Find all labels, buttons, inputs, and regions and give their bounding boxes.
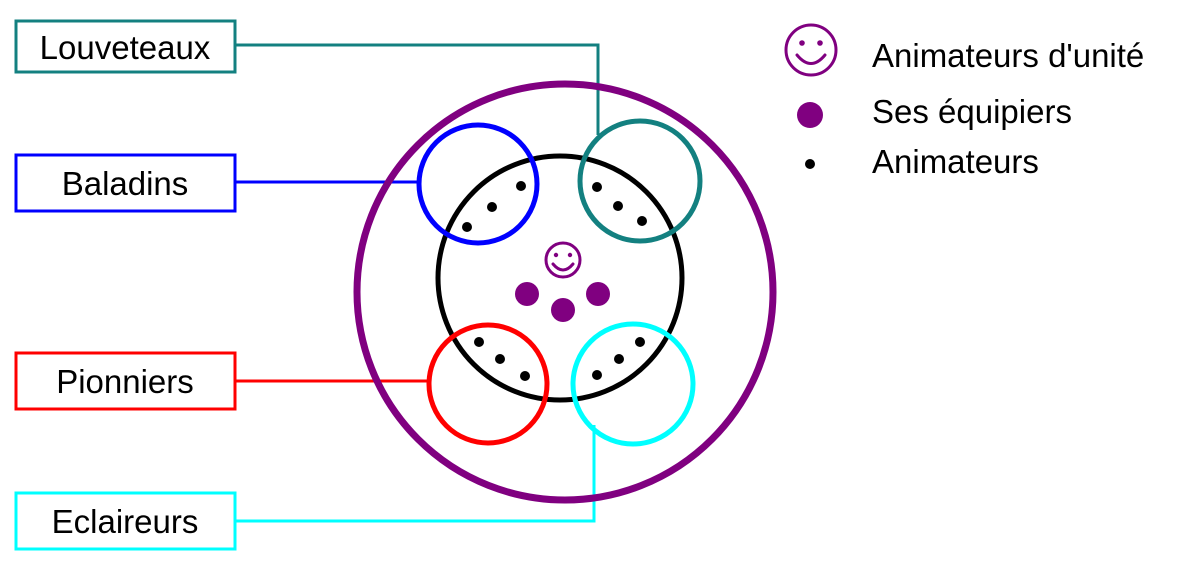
baladins-circle [416,122,540,246]
smiley-icon [544,241,582,279]
leader-dot [520,371,530,381]
leader-dot [495,354,505,364]
unit-circle [353,80,777,504]
leader-dot [613,201,623,211]
legend-team-members-label: Ses équipiers [872,93,1072,130]
large-dot-icon [515,282,539,306]
pionniers-label-box: Pionniers [14,351,237,411]
eclaireurs-connector [235,425,596,523]
pionniers-circle [426,322,550,446]
eclaireurs-label-box: Eclaireurs [14,491,237,551]
leader-dot [592,182,602,192]
legend: Animateurs d'unité Ses équipiers Animate… [784,23,1144,180]
leader-dot [462,222,472,232]
eclaireurs-label: Eclaireurs [52,503,199,540]
leader-dot [516,181,526,191]
legend-unit-leaders-label: Animateurs d'unité [872,37,1144,74]
louveteaux-connector [235,43,600,135]
legend-large-dot-icon [797,102,823,128]
center-circle [435,153,685,403]
team-members [515,282,610,322]
leader-dot [474,337,484,347]
baladins-label: Baladins [62,165,189,202]
louveteaux-leaders [592,182,647,226]
baladins-leaders [462,181,526,232]
leader-dot [614,354,624,364]
louveteaux-circle [577,118,703,244]
leader-dot [592,370,602,380]
baladins-label-box: Baladins [14,153,237,213]
leader-dot [487,202,497,212]
eclaireurs-circle [570,321,696,447]
louveteaux-label-box: Louveteaux [14,19,237,74]
pionniers-leaders [474,337,530,381]
eclaireurs-leaders [592,337,645,380]
leader-dot [637,216,647,226]
large-dot-icon [551,298,575,322]
louveteaux-label: Louveteaux [40,29,211,66]
large-dot-icon [586,282,610,306]
legend-smiley-icon [784,23,838,77]
legend-leaders-label: Animateurs [872,143,1039,180]
pionniers-label: Pionniers [56,363,194,400]
leader-dot [635,337,645,347]
legend-small-dot-icon [805,159,815,169]
